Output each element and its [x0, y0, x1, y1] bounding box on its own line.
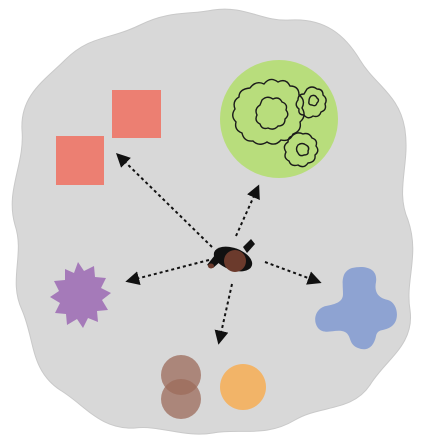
arrows [115, 153, 322, 345]
square-lower [56, 136, 104, 185]
two-squares-icon [56, 90, 161, 185]
person-head [224, 250, 246, 272]
environment-region [11, 8, 414, 435]
person-hands [208, 263, 214, 269]
circle-bottom [161, 379, 201, 419]
arrow-to-squares [115, 153, 213, 248]
shrub-small-right [295, 86, 327, 119]
shrubs-circle [220, 60, 338, 178]
cross-blob-icon [315, 266, 397, 350]
shrub-bottom [283, 132, 319, 168]
overlapping-circles-icon [161, 355, 266, 419]
orange-circle [220, 364, 266, 410]
shrub-small-right-inner [308, 94, 320, 107]
arrow-to-shrubs [235, 184, 260, 237]
person-arm-right [243, 239, 255, 253]
arrow-to-starburst [125, 259, 210, 285]
starburst-icon [50, 262, 111, 328]
person-topdown-icon [207, 239, 255, 272]
square-upper [112, 90, 161, 138]
shrubs-in-circle-icon [220, 60, 338, 178]
arrow-to-circles [214, 283, 233, 345]
shrub-bottom-inner [295, 142, 310, 157]
shrub-large-inner [255, 96, 289, 130]
